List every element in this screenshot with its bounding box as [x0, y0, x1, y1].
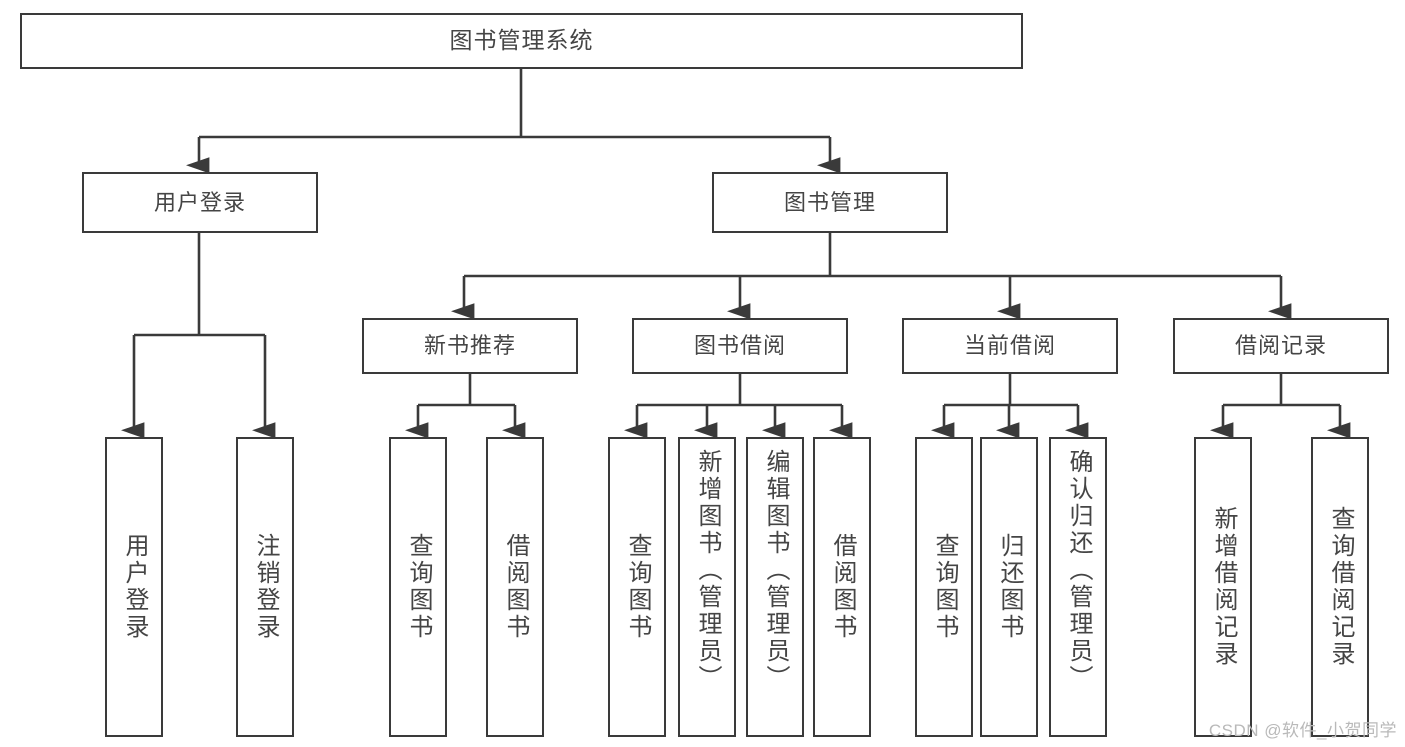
node-root-system[interactable]: 图书管理系统	[20, 13, 1023, 69]
node-label: 查询图书	[624, 533, 651, 641]
node-label: 图书管理	[783, 189, 876, 215]
leaf-current-borrow-query[interactable]: 查询图书	[915, 437, 973, 737]
csdn-watermark: CSDN @软件_小贺同学	[1208, 721, 1397, 740]
leaf-book-borrow-query[interactable]: 查询图书	[608, 437, 666, 737]
node-label: 图书借阅	[693, 333, 786, 359]
node-user-login[interactable]: 用户登录	[82, 172, 318, 233]
node-label: 查询图书	[931, 533, 958, 641]
node-label: 借阅记录	[1234, 333, 1327, 359]
leaf-book-borrow-edit[interactable]: 编辑图书（管理员）	[746, 437, 804, 737]
node-label: 新增借阅记录	[1210, 506, 1237, 668]
leaf-new-book-query[interactable]: 查询图书	[389, 437, 447, 737]
leaf-book-borrow-borrow[interactable]: 借阅图书	[813, 437, 871, 737]
node-label: 用户登录	[121, 533, 148, 641]
node-label: 用户登录	[153, 189, 246, 215]
leaf-user-login-logout[interactable]: 注销登录	[236, 437, 294, 737]
node-label: 编辑图书（管理员）	[762, 449, 789, 692]
leaf-new-book-borrow[interactable]: 借阅图书	[486, 437, 544, 737]
leaf-borrow-record-query[interactable]: 查询借阅记录	[1311, 437, 1369, 737]
node-book-management[interactable]: 图书管理	[712, 172, 948, 233]
node-label: 借阅图书	[502, 533, 529, 641]
node-new-book-recommend[interactable]: 新书推荐	[362, 318, 578, 374]
leaf-current-borrow-return[interactable]: 归还图书	[980, 437, 1038, 737]
leaf-current-borrow-confirm-return[interactable]: 确认归还（管理员）	[1049, 437, 1107, 737]
node-label: 借阅图书	[829, 533, 856, 641]
node-label: 查询图书	[405, 533, 432, 641]
node-label: 归还图书	[996, 533, 1023, 641]
node-label: 注销登录	[252, 533, 279, 641]
node-label: 当前借阅	[963, 333, 1056, 359]
node-label: 查询借阅记录	[1327, 506, 1354, 668]
node-label: 新增图书（管理员）	[694, 449, 721, 692]
leaf-book-borrow-add[interactable]: 新增图书（管理员）	[678, 437, 736, 737]
leaf-user-login-login[interactable]: 用户登录	[105, 437, 163, 737]
node-label: 确认归还（管理员）	[1065, 449, 1092, 692]
node-label: 图书管理系统	[449, 27, 594, 54]
leaf-borrow-record-add[interactable]: 新增借阅记录	[1194, 437, 1252, 737]
node-label: 新书推荐	[423, 333, 516, 359]
node-current-borrow[interactable]: 当前借阅	[902, 318, 1118, 374]
node-borrow-record[interactable]: 借阅记录	[1173, 318, 1389, 374]
node-book-borrow[interactable]: 图书借阅	[632, 318, 848, 374]
